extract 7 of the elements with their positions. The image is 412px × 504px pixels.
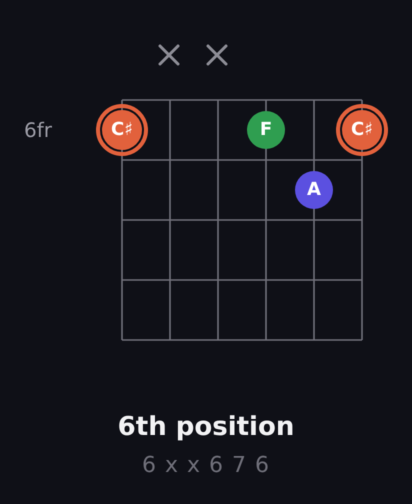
root-note-dot: C♯ bbox=[336, 104, 388, 156]
fret-number-label: 6fr bbox=[24, 118, 52, 142]
note-dot: A bbox=[295, 171, 333, 209]
fret-sequence-label: 6 x x 6 7 6 bbox=[142, 453, 270, 480]
position-caption: 6th position bbox=[118, 412, 294, 444]
root-note-dot: C♯ bbox=[96, 104, 148, 156]
note-dot: F bbox=[247, 111, 285, 149]
